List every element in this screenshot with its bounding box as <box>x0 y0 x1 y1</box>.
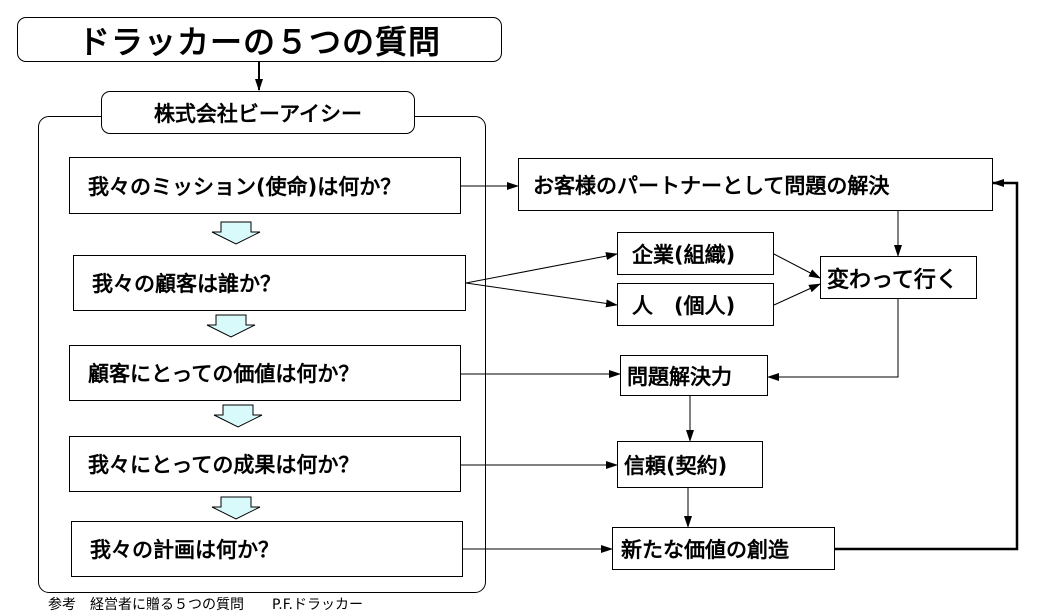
answer-company-customer: 企業(組織) <box>617 232 774 275</box>
flow-down-arrow-icon <box>213 404 263 428</box>
question-plan: 我々の計画は何か？ <box>71 521 463 577</box>
footer-reference: 参考 経営者に贈る５つの質問 P.F.ドラッカー <box>48 597 363 613</box>
answer-new-value: 新たな価値の創造 <box>612 527 835 570</box>
flow-down-arrow-icon <box>211 496 261 520</box>
flow-down-arrow-icon <box>206 314 256 338</box>
flow-down-arrow-icon <box>211 221 261 245</box>
question-customer-value: 顧客にとっての価値は何か？ <box>69 345 461 401</box>
answer-individual-customer: 人 (個人) <box>617 283 774 326</box>
question-customer: 我々の顧客は誰か？ <box>73 255 466 311</box>
answer-changing: 変わって行く <box>820 256 977 299</box>
answer-problem-solving: 問題解決力 <box>620 355 768 396</box>
answer-trust: 信頼(契約) <box>617 441 763 488</box>
page-title: ドラッカーの５つの質問 <box>17 17 502 62</box>
company-name: 株式会社ビーアイシー <box>101 91 415 134</box>
question-results: 我々にとっての成果は何か？ <box>69 436 461 492</box>
answer-mission: お客様のパートナーとして問題の解決 <box>518 158 993 211</box>
question-mission: 我々のミッション(使命)は何か？ <box>69 157 461 214</box>
